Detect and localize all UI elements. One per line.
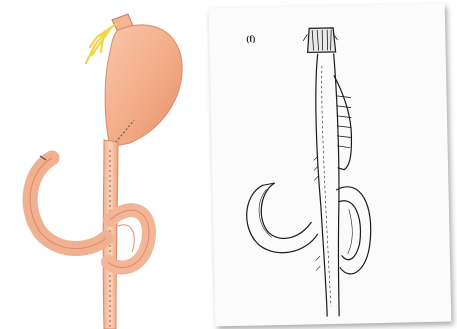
gastric-bypass-roux-limb-sketch-icon bbox=[209, 4, 452, 327]
gastric-bypass-roux-limb-color-icon bbox=[0, 0, 215, 329]
sketch-illustration-card: (f) bbox=[209, 4, 452, 327]
color-illustration-panel bbox=[0, 0, 215, 329]
